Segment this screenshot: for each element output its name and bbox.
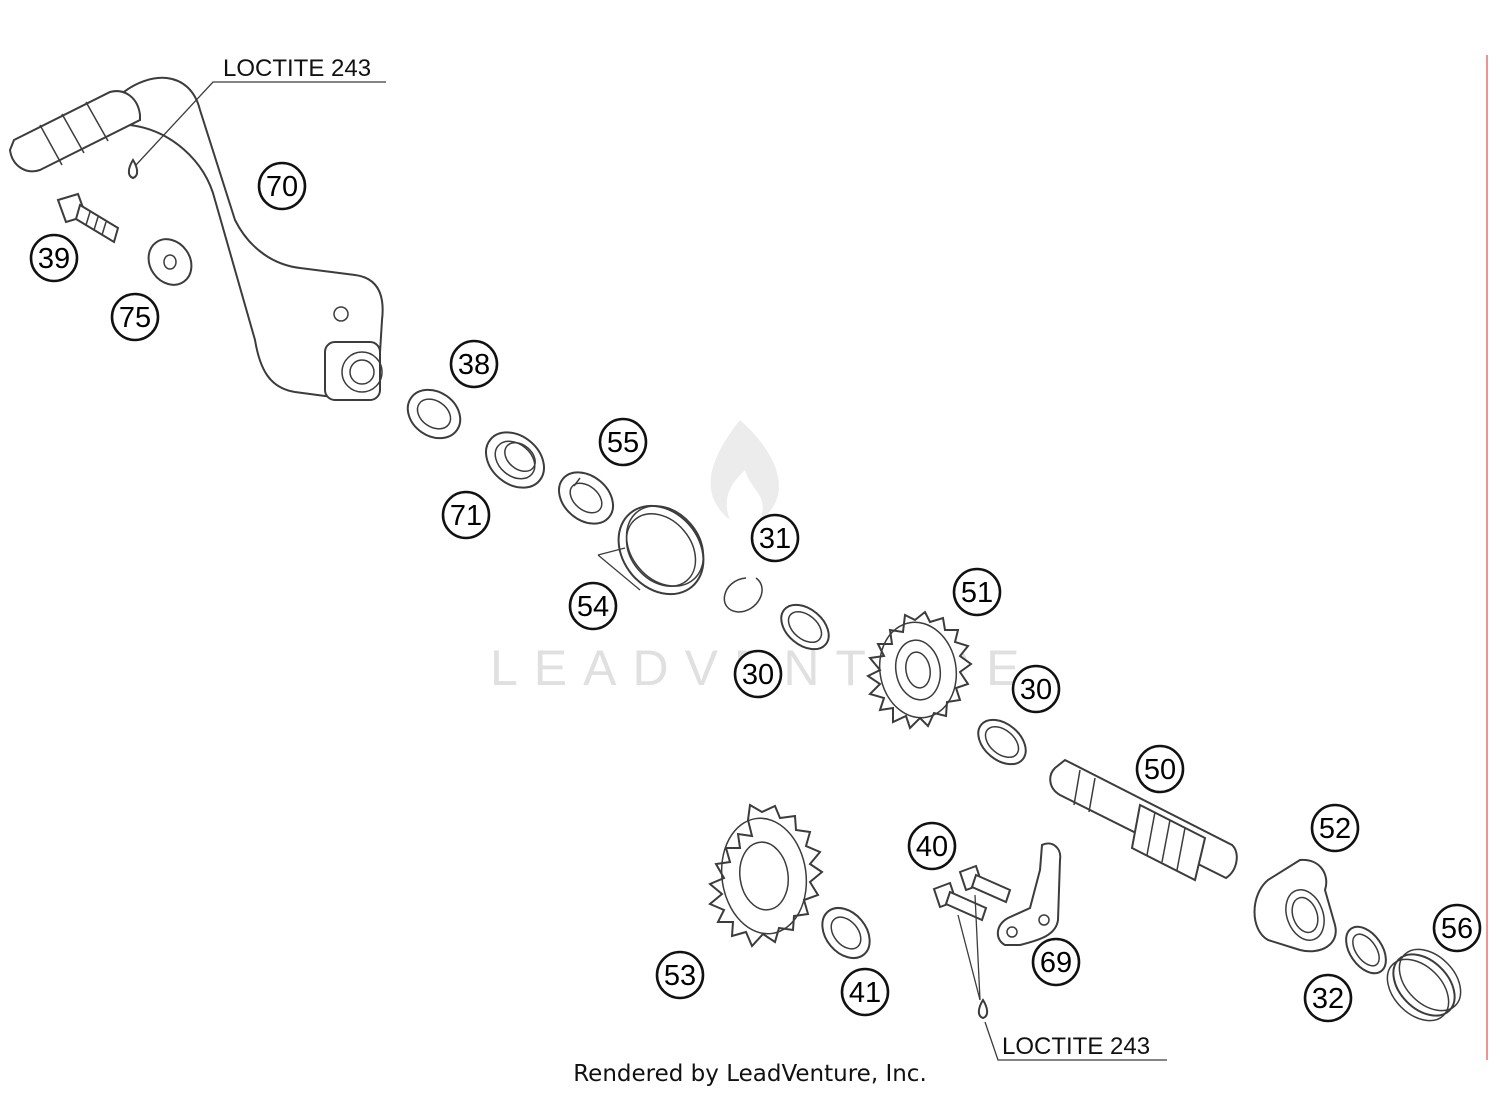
callout-56[interactable]: 56 bbox=[1432, 903, 1482, 953]
circlip[interactable] bbox=[723, 577, 763, 613]
callout-41[interactable]: 41 bbox=[840, 967, 890, 1017]
washer-41[interactable] bbox=[813, 899, 880, 968]
svg-text:30: 30 bbox=[1020, 674, 1052, 706]
watermark-flame-icon bbox=[710, 420, 779, 520]
ratchet-spring[interactable] bbox=[1376, 938, 1473, 1033]
svg-text:32: 32 bbox=[1312, 983, 1344, 1015]
kick-lever-bolt[interactable] bbox=[56, 192, 120, 244]
svg-text:41: 41 bbox=[849, 977, 881, 1009]
callout-40[interactable]: 40 bbox=[907, 821, 957, 871]
svg-text:39: 39 bbox=[38, 243, 70, 275]
callout-75[interactable]: 75 bbox=[110, 292, 160, 342]
callout-38[interactable]: 38 bbox=[449, 339, 499, 389]
kick-starter-gear[interactable] bbox=[866, 610, 973, 730]
svg-text:50: 50 bbox=[1144, 754, 1176, 786]
svg-text:56: 56 bbox=[1441, 913, 1473, 945]
callout-55[interactable]: 55 bbox=[598, 417, 648, 467]
svg-text:75: 75 bbox=[119, 302, 151, 334]
loctite-note-bottom: LOCTITE 243 bbox=[984, 1021, 1167, 1061]
kick-starter-spring[interactable] bbox=[597, 489, 721, 611]
callout-71[interactable]: 71 bbox=[441, 490, 491, 540]
svg-text:70: 70 bbox=[266, 171, 298, 203]
svg-text:LOCTITE 243: LOCTITE 243 bbox=[1002, 1033, 1150, 1060]
svg-text:51: 51 bbox=[961, 577, 993, 609]
svg-text:69: 69 bbox=[1040, 947, 1072, 979]
callout-51[interactable]: 51 bbox=[952, 567, 1002, 617]
svg-text:54: 54 bbox=[577, 591, 609, 623]
svg-text:71: 71 bbox=[450, 500, 482, 532]
callout-31[interactable]: 31 bbox=[750, 513, 800, 563]
callout-54[interactable]: 54 bbox=[568, 581, 618, 631]
svg-text:38: 38 bbox=[458, 349, 490, 381]
svg-text:LOCTITE 243: LOCTITE 243 bbox=[223, 55, 371, 82]
svg-text:40: 40 bbox=[916, 831, 948, 863]
svg-text:55: 55 bbox=[607, 427, 639, 459]
callout-32[interactable]: 32 bbox=[1303, 973, 1353, 1023]
kick-starter-lever[interactable] bbox=[8, 76, 384, 401]
callout-52[interactable]: 52 bbox=[1310, 803, 1360, 853]
washer-38[interactable] bbox=[398, 380, 469, 448]
guide-bolts[interactable] bbox=[932, 864, 1012, 1001]
loctite-drop-icon bbox=[127, 158, 139, 180]
loctite-note-top: LOCTITE 243 bbox=[135, 55, 386, 166]
loctite-drop-bottom-icon bbox=[977, 998, 989, 1020]
callout-50[interactable]: 50 bbox=[1135, 744, 1185, 794]
idler-gear[interactable] bbox=[708, 803, 824, 948]
washer-30-a[interactable] bbox=[773, 596, 838, 658]
callout-39[interactable]: 39 bbox=[29, 233, 79, 283]
svg-text:53: 53 bbox=[664, 960, 696, 992]
ratchet-gear[interactable] bbox=[1253, 858, 1337, 953]
washer-32[interactable] bbox=[1338, 920, 1394, 981]
footer-credit: Rendered by LeadVenture, Inc. bbox=[573, 1061, 927, 1087]
callout-69[interactable]: 69 bbox=[1031, 937, 1081, 987]
washer-75[interactable] bbox=[140, 231, 200, 293]
washer-30-b[interactable] bbox=[970, 711, 1035, 773]
svg-text:52: 52 bbox=[1319, 813, 1351, 845]
shaft-seal[interactable] bbox=[475, 421, 555, 499]
callout-30-a[interactable]: 30 bbox=[733, 649, 783, 699]
bushing-55[interactable] bbox=[549, 462, 623, 534]
kick-starter-shaft[interactable] bbox=[1049, 758, 1238, 882]
svg-text:31: 31 bbox=[759, 523, 791, 555]
guide-plate[interactable] bbox=[996, 842, 1062, 946]
svg-text:30: 30 bbox=[742, 659, 774, 691]
callout-70[interactable]: 70 bbox=[257, 161, 307, 211]
callout-30-b[interactable]: 30 bbox=[1011, 664, 1061, 714]
callout-53[interactable]: 53 bbox=[655, 950, 705, 1000]
